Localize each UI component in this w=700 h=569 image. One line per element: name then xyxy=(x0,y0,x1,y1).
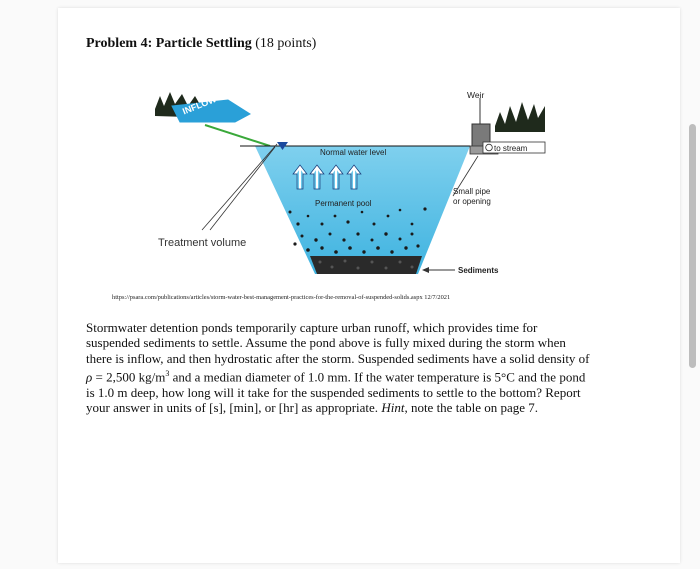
sediments-label: Sediments xyxy=(458,266,499,275)
to-stream-icon xyxy=(485,143,493,152)
rho-symbol: ρ xyxy=(86,369,93,385)
weir-label: Weir xyxy=(467,90,484,100)
permanent-pool-label: Permanent pool xyxy=(315,199,372,208)
cubed-superscript: 3 xyxy=(165,368,170,378)
small-pipe-label-2: or opening xyxy=(453,197,491,206)
upflow-arrows xyxy=(294,165,360,189)
problem-heading: Problem 4: Particle Settling xyxy=(86,36,252,51)
density-value: = 2,500 kg/m xyxy=(92,369,166,385)
statement-line-4: ρ = 2,500 kg/m3 and a median diameter of… xyxy=(86,366,616,385)
treatment-volume-label: Treatment volume xyxy=(158,237,246,249)
sediment-layer xyxy=(310,256,422,274)
upflow-arrow-outlines xyxy=(292,164,362,190)
water-level-marker xyxy=(277,142,288,150)
normal-water-level-label: Normal water level xyxy=(320,148,386,157)
hint-text: , note the table on page 7. xyxy=(404,399,539,415)
statement-line-1: Stormwater detention ponds temporarily c… xyxy=(86,320,538,335)
suspended-particles xyxy=(288,207,427,254)
statement-line-6: your answer in units of [s], [min], or [… xyxy=(86,400,616,415)
inflow-arrow xyxy=(171,99,251,123)
small-pipe-label-1: Small pipe xyxy=(453,187,491,196)
scrollbar[interactable] xyxy=(689,124,696,368)
sediment-texture xyxy=(318,259,414,270)
statement-line-5: is 1.0 m deep, how long will it take for… xyxy=(86,384,581,400)
outlet-grass xyxy=(495,102,545,132)
treatment-pointer-1 xyxy=(201,143,278,231)
statement-line-3: there is inflow, and then hydrostatic af… xyxy=(86,350,590,366)
problem-points: (18 points) xyxy=(251,36,317,51)
statement-line-2: suspended sediments to settle. Assume th… xyxy=(86,335,566,351)
units-text: your answer in units of [s], [min], or [… xyxy=(86,399,382,415)
pond-diagram: INFLOW to stream Weir Normal water level… xyxy=(155,90,546,275)
hint-word: Hint xyxy=(381,399,405,415)
to-stream-label: to stream xyxy=(494,144,528,153)
small-pipe-pointer xyxy=(452,155,479,197)
inflow-surface-line xyxy=(204,124,271,147)
sediments-arrowhead xyxy=(422,267,429,273)
pond-water xyxy=(255,146,470,274)
to-stream-box xyxy=(482,141,546,154)
problem-title: Problem 4: Particle Settling (18 points) xyxy=(86,36,316,52)
treatment-pointer-2 xyxy=(209,146,276,231)
figure-citation: https://psara.com/publications/articles/… xyxy=(112,294,451,301)
diameter-text: and a median diameter of 1.0 mm. If the … xyxy=(169,369,586,385)
problem-statement: Stormwater detention ponds temporarily c… xyxy=(86,320,616,415)
